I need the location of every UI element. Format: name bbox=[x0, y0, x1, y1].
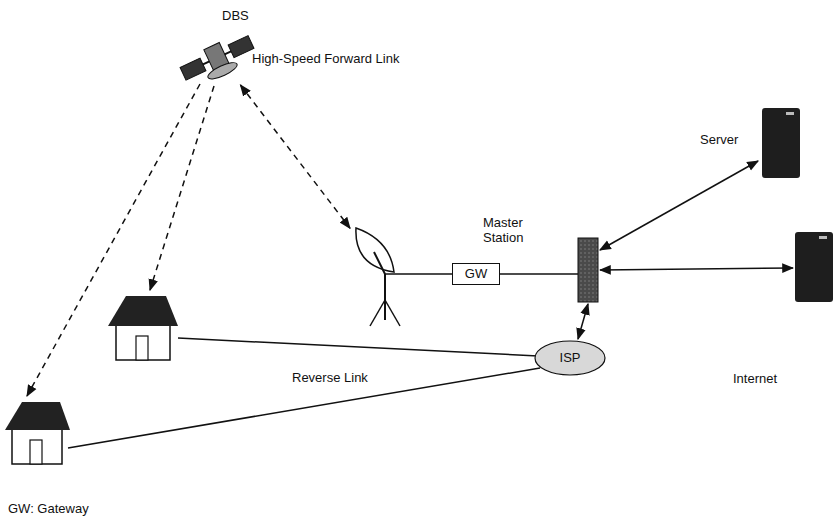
node-label: GW bbox=[465, 267, 487, 282]
connector bbox=[420, 273, 452, 275]
dish-outline bbox=[350, 220, 420, 328]
link-label: Reverse Link bbox=[290, 371, 370, 386]
isp-ellipse: ISP bbox=[534, 340, 606, 376]
wire bbox=[500, 273, 578, 275]
server-icon bbox=[762, 108, 800, 178]
reverse-link-line bbox=[68, 368, 540, 448]
house-icon bbox=[108, 296, 178, 360]
node-label: ISP bbox=[560, 351, 581, 366]
link-arrow bbox=[578, 304, 588, 339]
antenna-node: Master Station bbox=[350, 220, 420, 328]
connector bbox=[240, 85, 350, 228]
house-icon bbox=[5, 402, 70, 464]
node-label: Internet bbox=[733, 372, 777, 387]
router-icon bbox=[578, 238, 598, 302]
internet-cloud: Internet ServerISP bbox=[515, 0, 838, 527]
node-label: Server bbox=[700, 133, 738, 148]
sat-outline bbox=[180, 25, 255, 85]
downlink-line bbox=[150, 86, 214, 290]
edge-label: High-Speed Forward Link bbox=[250, 52, 401, 67]
server-node: Server bbox=[758, 105, 804, 181]
gateway-box: GW bbox=[452, 263, 500, 285]
legend-note: GW: Gateway bbox=[6, 502, 91, 517]
cloud-outline bbox=[515, 0, 838, 527]
link-arrow bbox=[600, 268, 793, 270]
node-label: Master Station bbox=[483, 216, 545, 246]
satellite-node: DBS bbox=[180, 25, 255, 85]
link-arrow bbox=[600, 161, 758, 250]
server-icon bbox=[795, 232, 833, 302]
node-label: DBS bbox=[222, 9, 249, 24]
downlink-line bbox=[27, 84, 200, 396]
reverse-link-line bbox=[178, 338, 538, 356]
